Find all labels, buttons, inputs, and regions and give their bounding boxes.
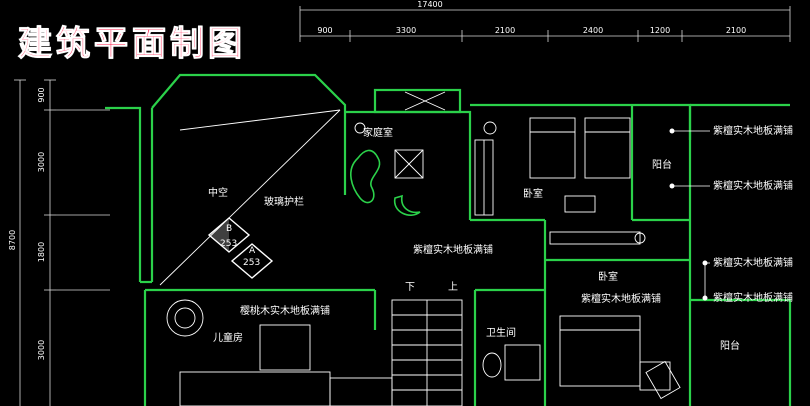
section-labels: B 253 A 253 xyxy=(220,224,260,268)
note-leaders xyxy=(672,130,710,298)
label-balcony-1: 阳台 xyxy=(652,158,672,171)
furniture xyxy=(159,91,681,406)
dim-left-1: 900 xyxy=(37,87,46,102)
dim-left-4: 3000 xyxy=(37,340,46,360)
note-right-3: 紫檀实木地板满铺 xyxy=(713,256,793,269)
dim-top-5: 1200 xyxy=(650,26,670,35)
dimension-labels: 17400 900 3300 2100 2400 1200 2100 8700 … xyxy=(8,0,746,360)
dim-top-4: 2400 xyxy=(583,26,603,35)
label-bedroom-1: 卧室 xyxy=(523,187,543,200)
label-kids-room: 儿童房 xyxy=(213,331,243,344)
label-bedroom-2: 卧室 xyxy=(598,270,618,283)
label-glass-rail: 玻璃护栏 xyxy=(264,195,304,208)
note-right-4: 紫檀实木地板满铺 xyxy=(713,291,793,304)
dim-left-2: 3000 xyxy=(37,152,46,172)
section-b-letter: B xyxy=(226,224,232,234)
floor-note-arrows xyxy=(669,128,708,301)
walls xyxy=(105,73,792,406)
note-right-1: 紫檀实木地板满铺 xyxy=(713,124,793,137)
dimension-lines xyxy=(14,6,791,406)
label-stairs-up: 上 xyxy=(448,281,458,293)
dim-top-6: 2100 xyxy=(726,26,746,35)
room-labels: 中空 家庭室 玻璃护栏 卧室 卧室 阳台 阳台 儿童房 卫生间 下 上 紫檀实木… xyxy=(208,124,793,352)
label-bathroom: 卫生间 xyxy=(486,326,516,339)
section-mark-b xyxy=(207,217,251,253)
dim-top-1: 900 xyxy=(317,26,332,35)
note-kids-floor: 樱桃木实木地板满铺 xyxy=(240,304,330,317)
section-b-number: 253 xyxy=(220,239,237,249)
dim-top-3: 2100 xyxy=(495,26,515,35)
label-stairs-down: 下 xyxy=(405,282,415,293)
dim-left-3: 1800 xyxy=(37,242,46,262)
section-a-number: 253 xyxy=(243,258,260,268)
dim-top-total: 17400 xyxy=(417,0,442,9)
page-title: 建筑平面制图 xyxy=(18,24,246,65)
label-balcony-2: 阳台 xyxy=(720,339,740,352)
label-void: 中空 xyxy=(208,186,228,199)
dim-top-2: 3300 xyxy=(396,26,416,35)
dim-left-total: 8700 xyxy=(8,230,17,250)
section-mark-a xyxy=(230,243,274,279)
note-bedroom-2-floor: 紫檀实木地板满铺 xyxy=(581,292,661,305)
section-a-letter: A xyxy=(249,246,256,256)
note-right-2: 紫檀实木地板满铺 xyxy=(713,179,793,192)
sofa-curves xyxy=(350,149,421,216)
note-corridor-floor: 紫檀实木地板满铺 xyxy=(413,243,493,256)
label-family-room: 家庭室 xyxy=(363,126,393,139)
